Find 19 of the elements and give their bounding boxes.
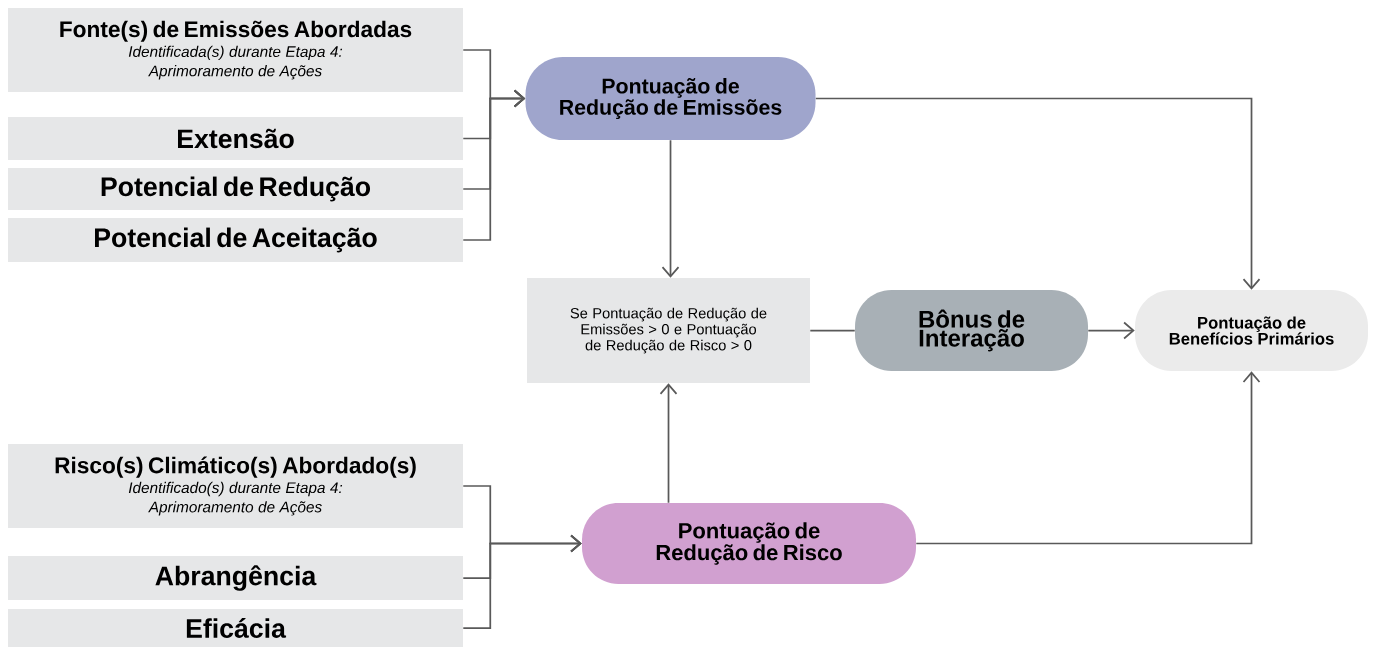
arrow <box>462 534 582 629</box>
factor-box: Abrangência <box>8 556 463 600</box>
factor-box: Potencial de Redução <box>8 168 463 210</box>
result-box: Pontuação de Benefícios Primários <box>1135 290 1368 371</box>
factor-box: Extensão <box>8 117 463 160</box>
heading-box: Fonte(s) de Emissões Abordadas Identificada(s) durante Etapa 4: Aprimoramento de Ações <box>8 8 463 92</box>
arrow <box>659 383 678 504</box>
arrow <box>661 139 680 278</box>
arrow <box>462 89 526 241</box>
heading-box: Risco(s) Climático(s) Abordado(s) Identificado(s) durante Etapa 4: Aprimoramento de Ações <box>8 444 463 528</box>
score-box: Pontuação de Redução de Risco <box>582 503 916 584</box>
arrow <box>1087 321 1135 340</box>
factor-box: Potencial de Aceitação <box>8 218 463 262</box>
score-box: Pontuação de Redução de Emissões <box>525 57 816 140</box>
factor-box: Eficácia <box>8 609 463 647</box>
condition-box: Se Pontuação de Redução de Emissões > 0 e Pontuação de Redução de Risco > 0 <box>527 278 810 383</box>
bonus-box: Bônus de Interação <box>855 290 1088 371</box>
arrow <box>915 371 1261 545</box>
arrow <box>814 97 1261 290</box>
